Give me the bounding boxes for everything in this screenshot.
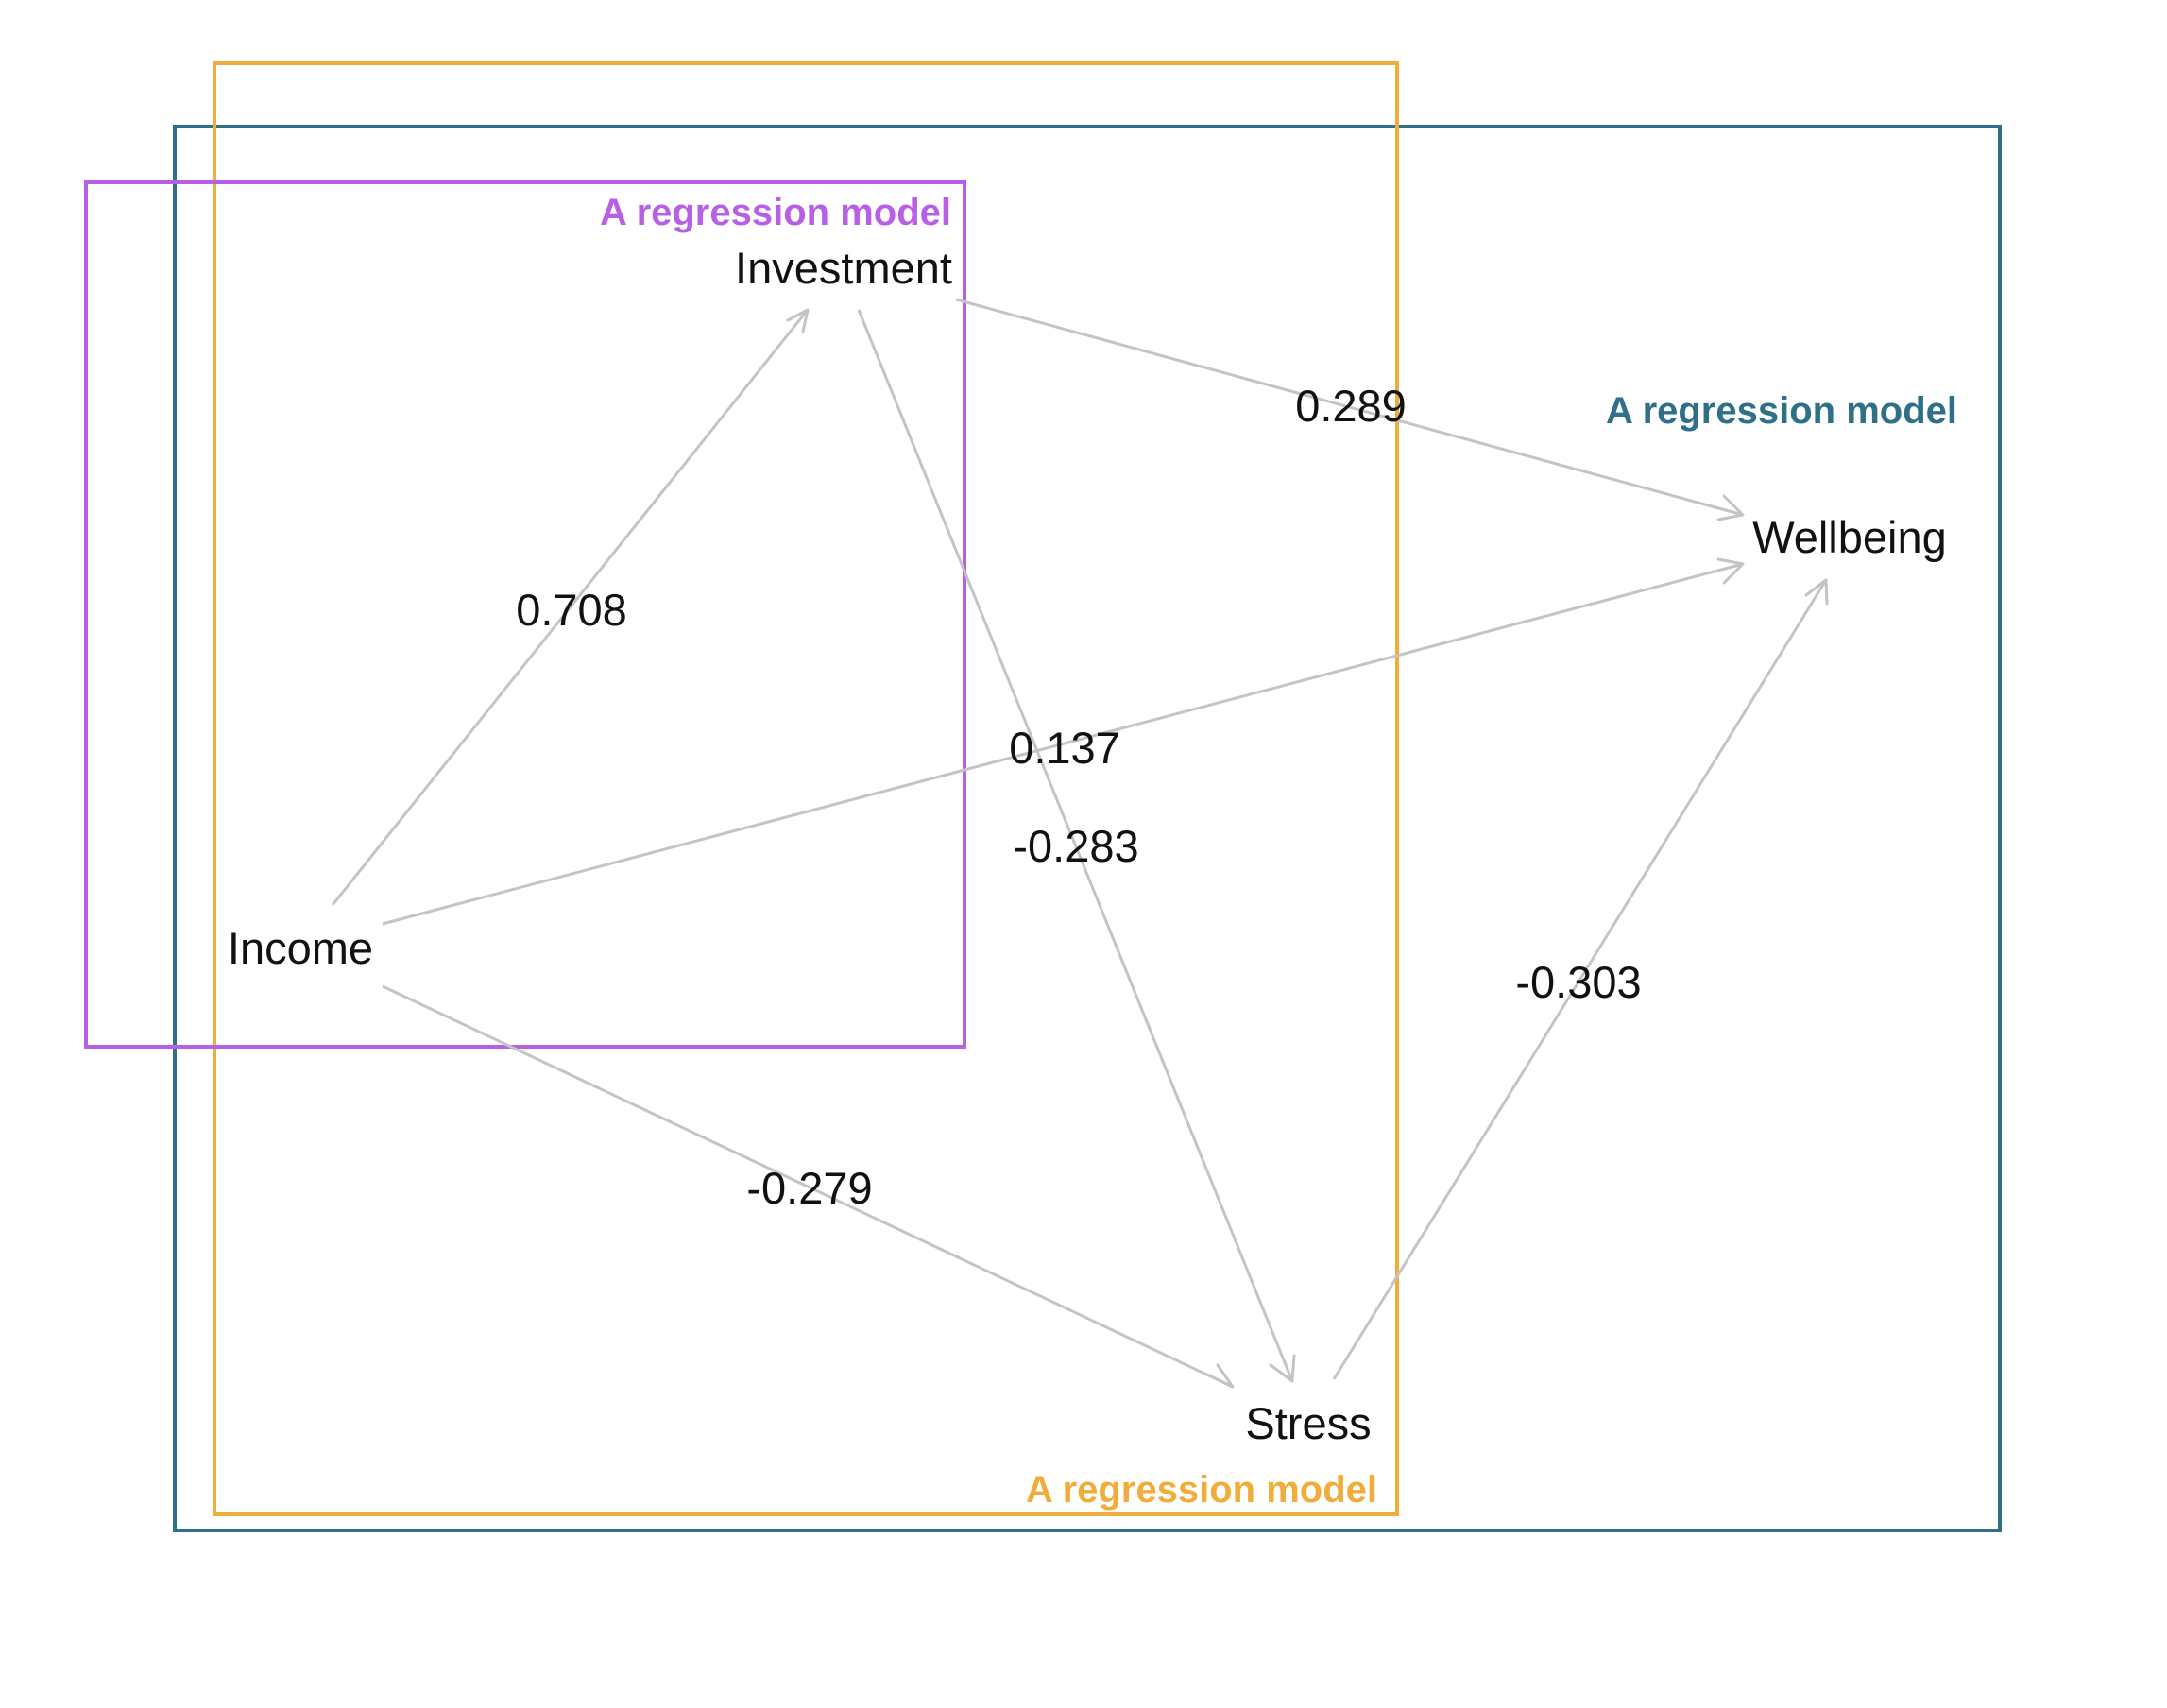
edge-label-income-stress: -0.279 (746, 1163, 872, 1213)
edge-income-wellbeing (382, 557, 1745, 926)
node-investment: Investment (735, 243, 952, 293)
group-label-purple: A regression model (600, 192, 951, 233)
group-box-orange (213, 61, 1399, 1516)
edge-investment-wellbeing (955, 298, 1745, 521)
group-label-orange: A regression model (1026, 1469, 1377, 1511)
node-income: Income (228, 923, 373, 973)
node-stress: Stress (1245, 1398, 1371, 1448)
group-box-purple (84, 180, 966, 1049)
node-wellbeing: Wellbeing (1752, 512, 1947, 562)
edge-income-investment (331, 308, 810, 906)
edge-label-income-wellbeing: 0.137 (1009, 723, 1120, 773)
group-label-teal: A regression model (1606, 390, 1957, 432)
edge-label-investment-stress: -0.283 (1013, 821, 1138, 871)
edge-income-stress (382, 984, 1235, 1389)
edge-label-stress-wellbeing: -0.303 (1515, 957, 1641, 1007)
edge-label-investment-wellbeing: 0.289 (1295, 381, 1407, 431)
group-box-teal (173, 125, 2002, 1532)
edge-investment-stress (857, 309, 1296, 1383)
edge-label-income-investment: 0.708 (516, 585, 627, 635)
edge-stress-wellbeing (1332, 578, 1829, 1380)
